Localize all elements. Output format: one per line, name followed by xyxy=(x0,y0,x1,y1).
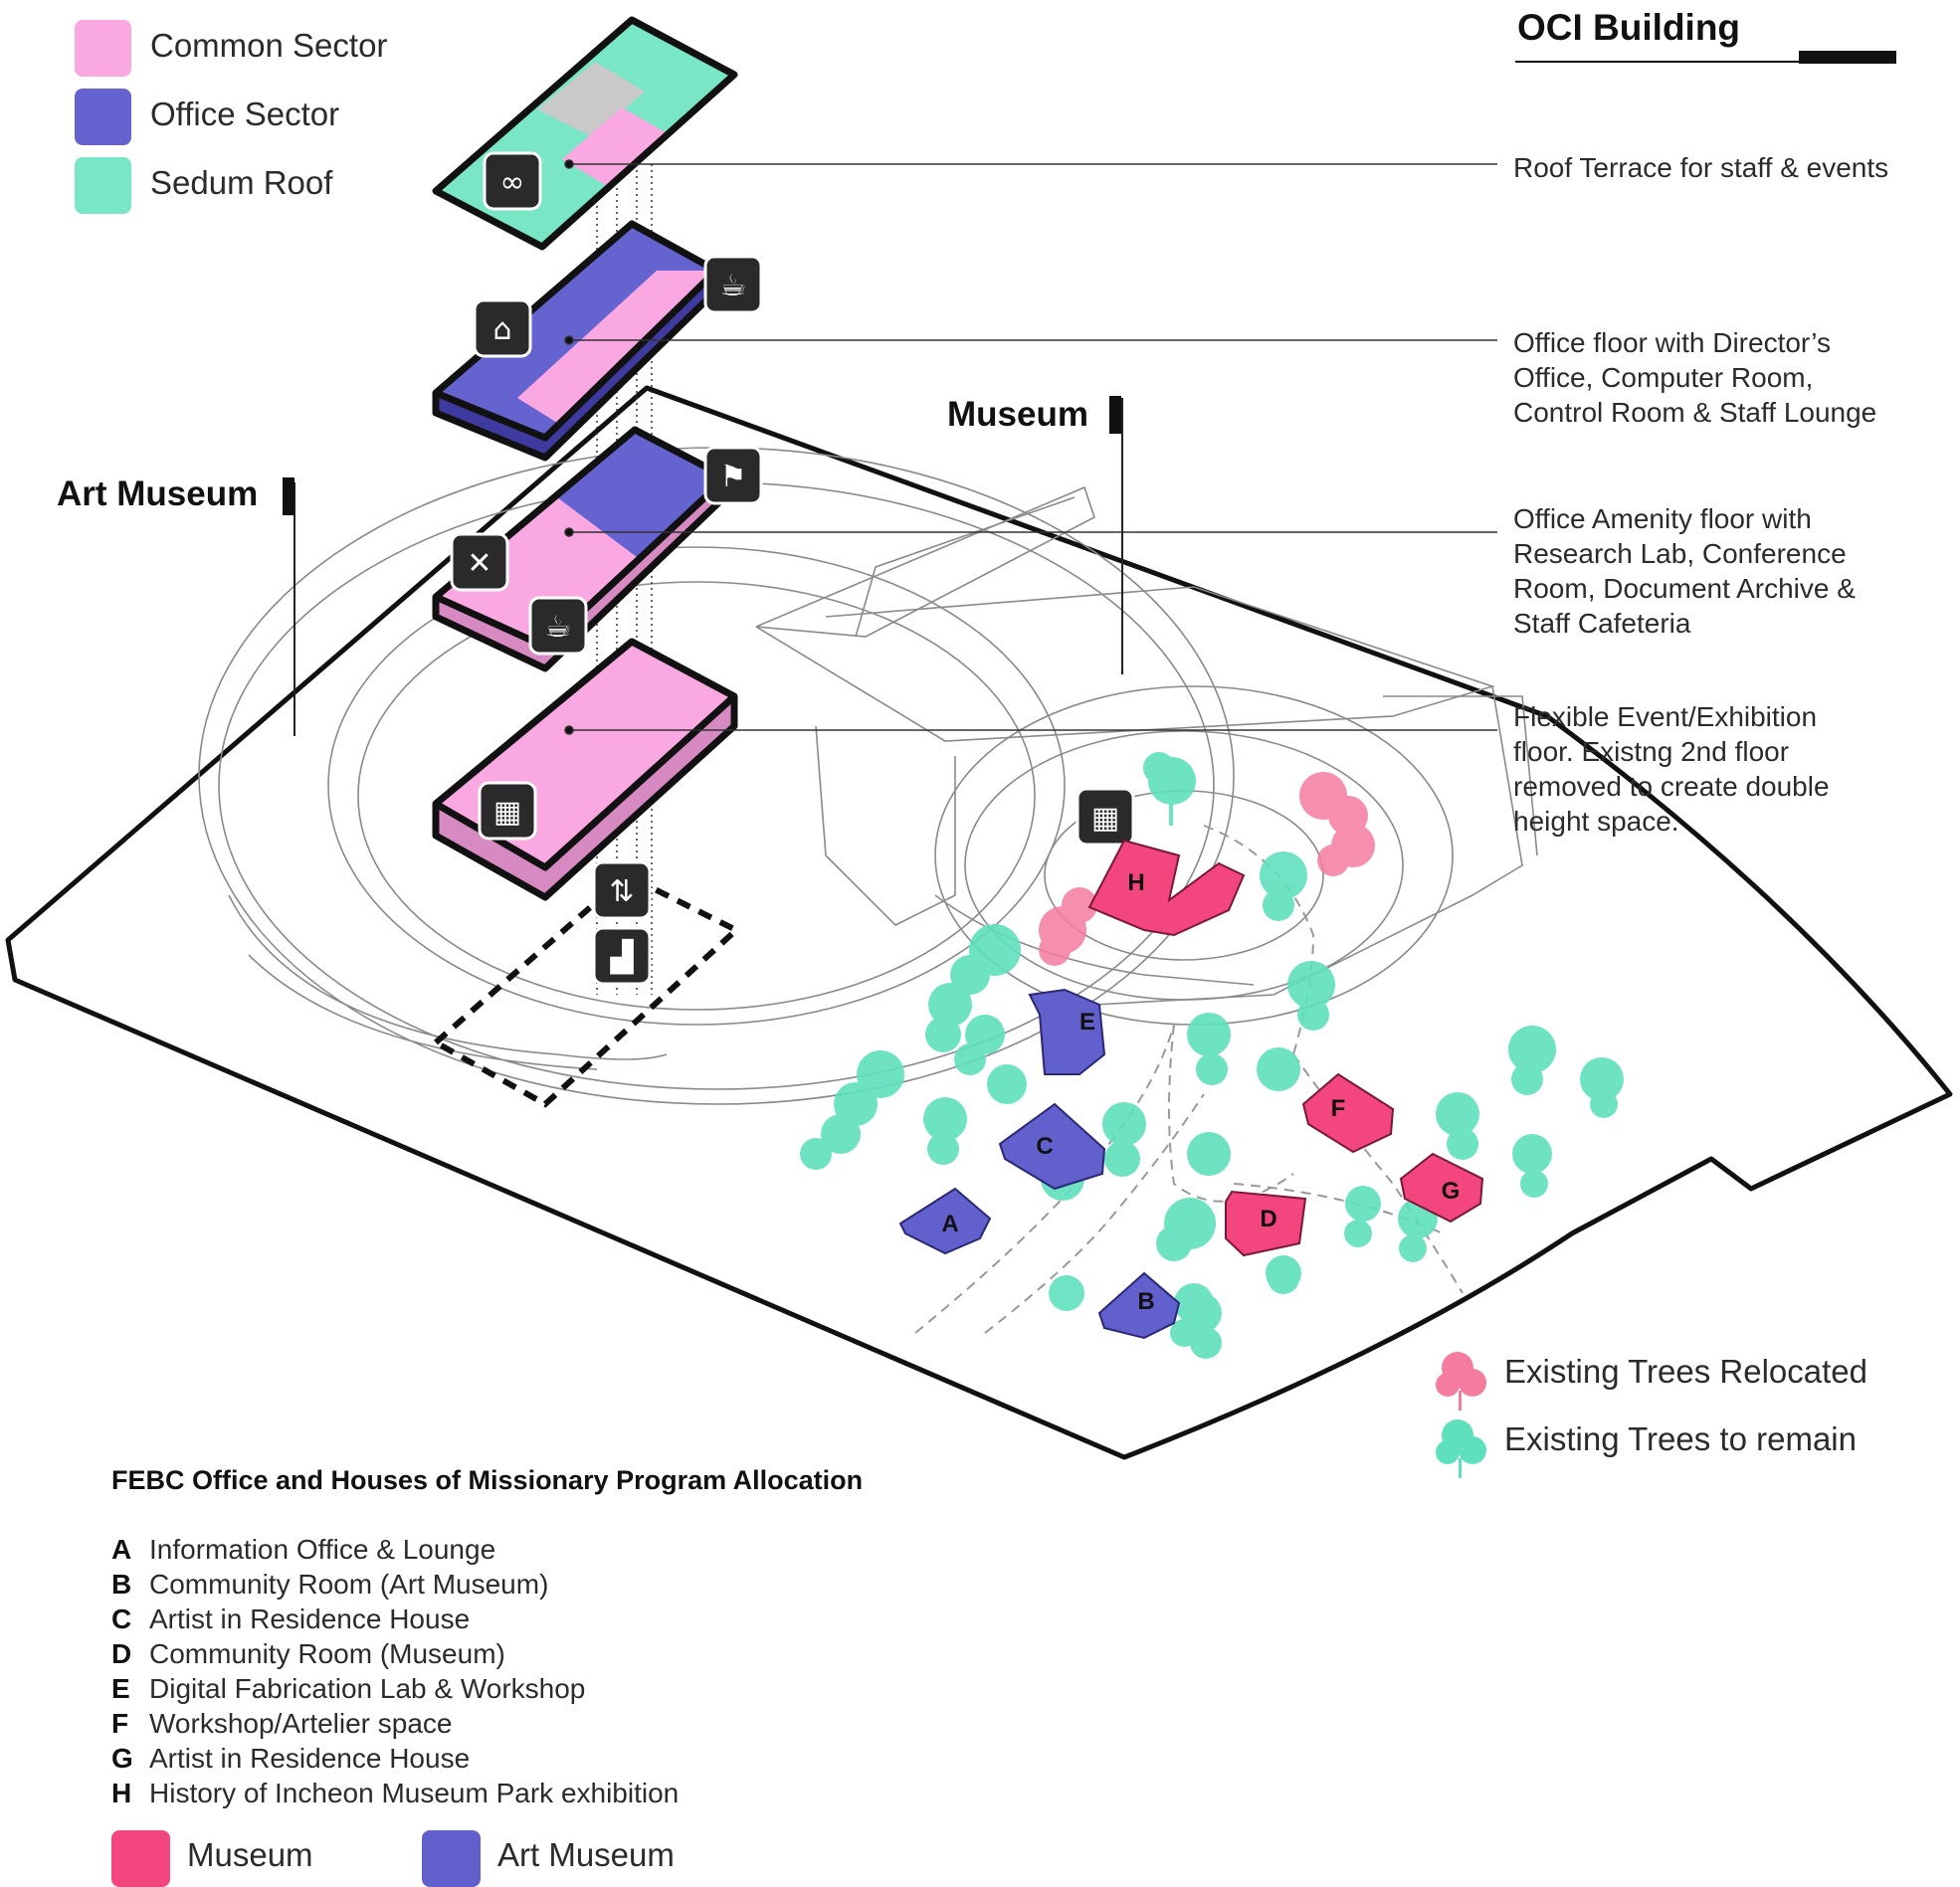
desk-worker-icon: ⌂ xyxy=(473,298,532,358)
floor-amenity xyxy=(432,426,730,672)
svg-text:▦: ▦ xyxy=(493,795,521,830)
swatch-common-sector xyxy=(75,20,131,77)
house-f: F xyxy=(1301,1072,1395,1154)
tree-legend: Existing Trees Relocated Existing Trees … xyxy=(1436,1352,1867,1478)
svg-text:Information Office & Lounge: Information Office & Lounge xyxy=(149,1534,495,1565)
house-h: H xyxy=(1087,839,1246,937)
museum-label: Museum xyxy=(947,395,1088,434)
swatch-sedum-roof xyxy=(75,157,131,214)
svg-text:▟: ▟ xyxy=(609,939,634,975)
museum-building xyxy=(755,485,1538,1026)
relocated-tree-icon xyxy=(1436,1352,1486,1411)
sector-legend: Common Sector Office Sector Sedum Roof xyxy=(75,20,387,214)
svg-text:B: B xyxy=(111,1569,131,1600)
trees-relocated xyxy=(1039,772,1375,966)
svg-text:H: H xyxy=(111,1778,131,1808)
svg-text:G: G xyxy=(1442,1178,1461,1205)
svg-text:B: B xyxy=(1137,1288,1154,1315)
program-allocation: FEBC Office and Houses of Missionary Pro… xyxy=(111,1465,863,1808)
binoculars-icon: ∞ xyxy=(483,151,542,211)
stairs-icon: ▟ xyxy=(592,926,652,986)
svg-text:E: E xyxy=(1079,1009,1095,1036)
svg-text:⇅: ⇅ xyxy=(609,874,634,909)
svg-text:A: A xyxy=(111,1534,131,1565)
svg-text:✕: ✕ xyxy=(467,546,491,581)
ground-footprint xyxy=(430,871,742,1108)
svg-text:☕: ☕ xyxy=(720,269,747,303)
house-a: A xyxy=(898,1187,992,1255)
remaining-tree-icon xyxy=(1436,1419,1486,1478)
svg-text:⌂: ⌂ xyxy=(492,312,511,347)
svg-text:G: G xyxy=(111,1743,133,1774)
legend-art-museum: Art Museum xyxy=(497,1836,675,1873)
legend-museum: Museum xyxy=(187,1836,313,1873)
svg-text:Community Room (Museum): Community Room (Museum) xyxy=(149,1638,505,1669)
svg-text:∞: ∞ xyxy=(500,165,525,200)
floor-desc-amenity: Office Amenity floor with Research Lab, … xyxy=(1513,503,1863,639)
svg-text:A: A xyxy=(941,1211,958,1237)
swatch-art-museum xyxy=(422,1830,481,1887)
program-list: A Information Office & Lounge B Communit… xyxy=(111,1534,679,1808)
exhibition-icon-2: ▦ xyxy=(1076,787,1135,847)
oci-building-title: OCI Building xyxy=(1517,7,1740,48)
svg-text:Digital Fabrication Lab & Work: Digital Fabrication Lab & Workshop xyxy=(149,1673,585,1704)
house-b: B xyxy=(1097,1271,1181,1340)
floor-desc-event: Flexible Event/Exhibition floor. Existng… xyxy=(1513,701,1837,837)
exhibition-icon: ▦ xyxy=(478,781,537,841)
floor-desc-office: Office floor with Director’s Office, Com… xyxy=(1513,327,1876,428)
legend-trees-relocated: Existing Trees Relocated xyxy=(1504,1353,1867,1390)
house-c: C xyxy=(998,1102,1106,1191)
fork-knife-icon: ✕ xyxy=(450,532,509,592)
legend-common-sector: Common Sector xyxy=(150,27,387,64)
legend-trees-remain: Existing Trees to remain xyxy=(1504,1420,1857,1457)
legend-office-sector: Office Sector xyxy=(150,95,339,132)
svg-text:History of Incheon Museum Park: History of Incheon Museum Park exhibitio… xyxy=(149,1778,679,1808)
art-museum-label: Art Museum xyxy=(57,474,258,513)
program-title: FEBC Office and Houses of Missionary Pro… xyxy=(111,1465,863,1495)
svg-text:Workshop/Artelier space: Workshop/Artelier space xyxy=(149,1708,453,1739)
floor-desc-roof: Roof Terrace for staff & events xyxy=(1513,152,1888,183)
coffee-cup-icon: ☕ xyxy=(703,255,763,314)
art-museum-marker xyxy=(283,477,294,515)
svg-text:D: D xyxy=(1260,1206,1276,1232)
svg-text:Artist in Residence House: Artist in Residence House xyxy=(149,1604,470,1634)
elevator-icon: ⇅ xyxy=(592,860,652,920)
svg-text:⚑: ⚑ xyxy=(720,460,747,494)
swatch-museum xyxy=(111,1830,170,1887)
museum-marker xyxy=(1109,396,1121,434)
svg-text:▦: ▦ xyxy=(1091,801,1119,836)
svg-text:Artist in Residence House: Artist in Residence House xyxy=(149,1743,470,1774)
house-g: G xyxy=(1399,1152,1484,1224)
svg-text:Community Room (Art Museum): Community Room (Art Museum) xyxy=(149,1569,548,1600)
floor-event xyxy=(432,638,738,901)
presentation-icon: ⚑ xyxy=(703,446,763,505)
svg-text:C: C xyxy=(111,1604,131,1634)
oci-building-panel: OCI Building Roof Terrace for staff & ev… xyxy=(1513,7,1896,837)
svg-text:H: H xyxy=(1127,869,1144,896)
floor-roof xyxy=(432,16,738,251)
leader-lines xyxy=(294,159,1497,736)
site-boundary xyxy=(5,385,1953,1460)
svg-text:D: D xyxy=(111,1638,131,1669)
house-e: E xyxy=(1028,988,1106,1075)
svg-text:F: F xyxy=(111,1708,128,1739)
legend-sedum-roof: Sedum Roof xyxy=(150,164,333,201)
swatch-office-sector xyxy=(75,89,131,145)
svg-text:C: C xyxy=(1036,1133,1053,1160)
trees-remaining xyxy=(800,752,1624,1359)
svg-text:F: F xyxy=(1331,1095,1346,1122)
bottom-legend: Museum Art Museum xyxy=(111,1830,675,1887)
coffee-cup-icon-2: ☕ xyxy=(528,596,588,656)
svg-text:E: E xyxy=(111,1673,130,1704)
house-d: D xyxy=(1225,1190,1307,1257)
svg-text:☕: ☕ xyxy=(545,610,572,645)
